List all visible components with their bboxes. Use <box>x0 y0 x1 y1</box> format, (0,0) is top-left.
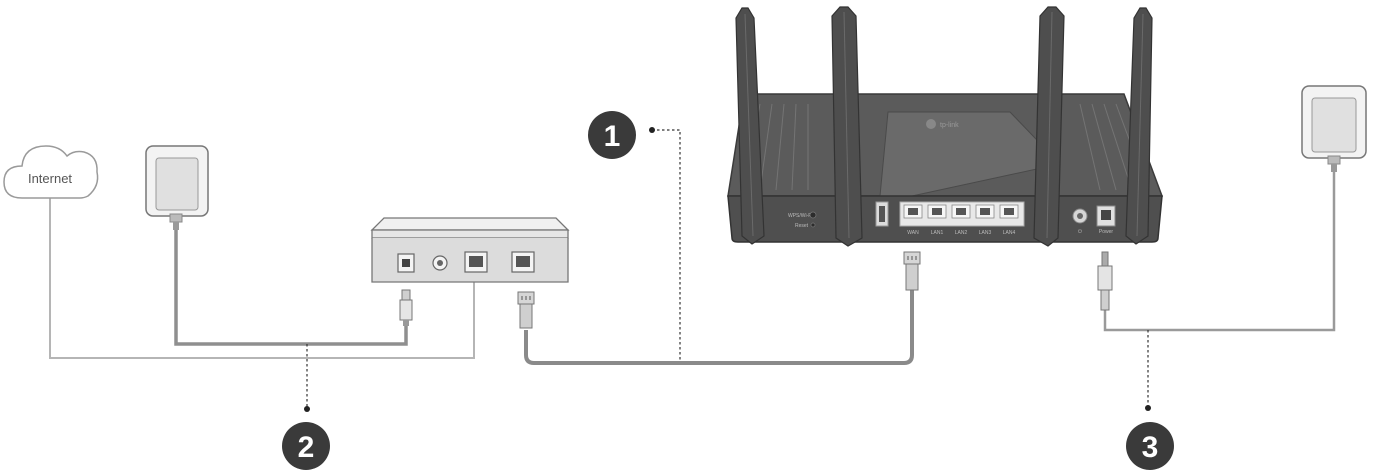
ethernet-plug-router-icon <box>903 251 921 291</box>
router-port-label: LAN2 <box>955 230 968 236</box>
modem-power-adapter-icon <box>145 145 209 230</box>
router-port-socket <box>908 208 918 215</box>
step-badge-2: 2 <box>282 422 330 470</box>
router-power-plug-icon <box>1097 251 1113 311</box>
ethernet-cable <box>524 290 914 365</box>
step-number-2: 2 <box>298 431 315 464</box>
router-wps-label: WPS/Wi-Fi <box>788 213 812 219</box>
router-port-socket <box>980 208 990 215</box>
router-port-socket <box>956 208 966 215</box>
router-port-label: LAN1 <box>931 230 944 236</box>
modem-icon <box>370 217 570 283</box>
router-reset-label: Reset <box>795 223 809 229</box>
router-port-label: LAN3 <box>979 230 992 236</box>
step-number-1: 1 <box>604 120 621 153</box>
router-power-button-icon: ⏻ <box>1078 229 1082 235</box>
step-badge-3: 3 <box>1126 422 1174 470</box>
router-reset-button <box>810 222 816 228</box>
step-1-dot <box>649 127 655 133</box>
router-wps-button <box>809 211 817 219</box>
antenna-4 <box>1125 7 1153 245</box>
router-port-label: WAN <box>907 230 919 236</box>
router-icon: tp-link WPS/Wi-Fi Reset WAN LAN1 LAN2 LAN3 L… <box>727 93 1164 243</box>
router-port-socket <box>932 208 942 215</box>
step-badge-1: 1 <box>588 111 636 159</box>
internet-cloud-icon: Internet <box>3 145 99 199</box>
antenna-1 <box>735 7 765 245</box>
router-power-cable <box>1103 170 1336 332</box>
step-number-3: 3 <box>1142 431 1159 464</box>
router-port-label: LAN4 <box>1003 230 1016 236</box>
step-3-dot <box>1145 405 1151 411</box>
modem-power-cable <box>174 228 408 346</box>
router-port-socket <box>1004 208 1014 215</box>
step-1-leader <box>652 129 681 362</box>
router-power-adapter-icon <box>1301 85 1367 172</box>
router-power-label: Power <box>1099 229 1114 235</box>
step-2-dot <box>304 406 310 412</box>
modem-power-plug-icon <box>399 289 413 326</box>
internet-label: Internet <box>28 171 72 186</box>
router-logo: tp-link <box>940 122 959 129</box>
internet-cable <box>49 196 475 359</box>
ethernet-plug-modem-icon <box>517 291 535 329</box>
